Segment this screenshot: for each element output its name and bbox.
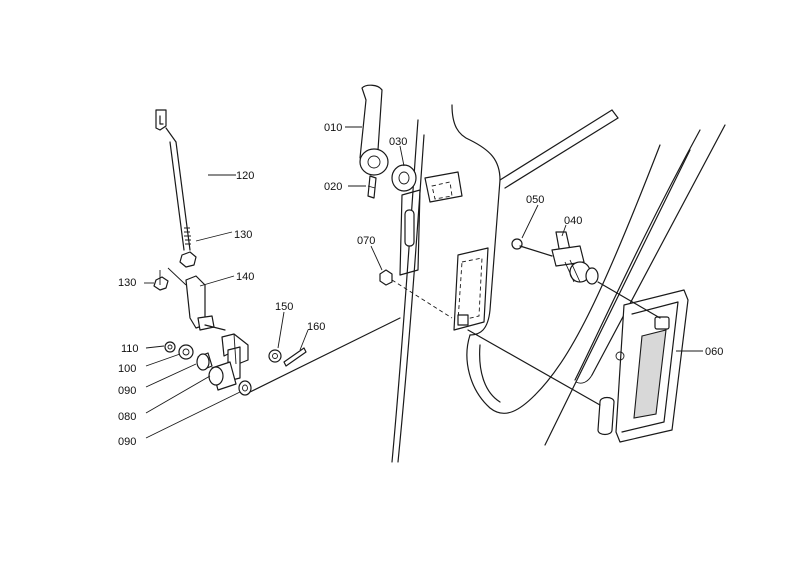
- label-020: 020: [324, 181, 342, 193]
- spring-pin: [283, 347, 307, 367]
- outside-handle: [597, 289, 689, 443]
- label-140: 140: [236, 271, 254, 283]
- bush-right: [238, 380, 252, 396]
- label-130-upper: 130: [234, 229, 252, 241]
- label-130-lower: 130: [118, 277, 136, 289]
- lock-to-handle-line: [597, 281, 661, 319]
- bush-left: [196, 352, 213, 371]
- screw: [379, 269, 453, 319]
- lock-bolt: [511, 238, 553, 257]
- label-160: 160: [307, 321, 325, 333]
- label-050: 050: [526, 194, 544, 206]
- shaft-axis-line: [249, 317, 401, 393]
- door-cutout: [453, 247, 489, 331]
- label-120: 120: [236, 170, 254, 182]
- inside-handle: [359, 84, 389, 176]
- label-100: 100: [118, 363, 136, 375]
- washer-small: [164, 341, 176, 353]
- handle-washer: [391, 164, 417, 192]
- washer: [178, 344, 194, 360]
- label-040: 040: [564, 215, 582, 227]
- handle-pin: [367, 175, 377, 199]
- lock-assembly: [551, 231, 599, 285]
- nut-upper: [179, 251, 197, 268]
- door-panel: [391, 104, 726, 463]
- door-mount-plate: [399, 171, 463, 276]
- label-060: 060: [705, 346, 723, 358]
- label-090-upper: 090: [118, 385, 136, 397]
- cutout-to-handle-line: [467, 329, 601, 406]
- label-030: 030: [389, 136, 407, 148]
- label-090-lower: 090: [118, 436, 136, 448]
- label-070: 070: [357, 235, 375, 247]
- label-010: 010: [324, 122, 342, 134]
- washer-150: [268, 349, 282, 363]
- rod: [155, 109, 191, 251]
- label-080: 080: [118, 411, 136, 423]
- nut-lower: [153, 267, 187, 291]
- bracket-arm: [185, 275, 226, 331]
- lever-bracket: [221, 333, 249, 382]
- label-110: 110: [121, 343, 139, 355]
- bush-center: [208, 361, 237, 391]
- leader-lines: [144, 126, 703, 439]
- label-150: 150: [275, 301, 293, 313]
